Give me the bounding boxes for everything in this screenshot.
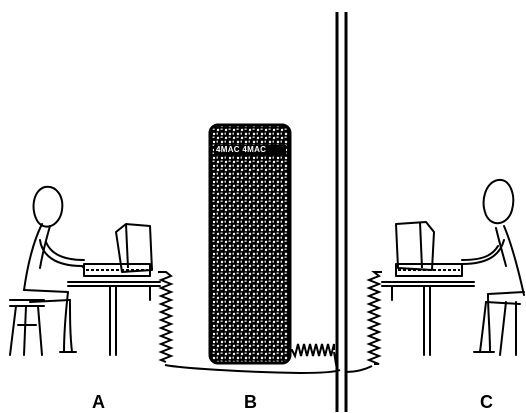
cable-b xyxy=(290,343,338,371)
label-c: C xyxy=(480,392,493,412)
desk-c xyxy=(381,281,475,356)
computer-caption: 4MAC 4MAC xyxy=(216,145,267,154)
wall xyxy=(335,12,348,412)
cable-c xyxy=(345,271,382,373)
person-c xyxy=(461,178,525,356)
cable-a xyxy=(158,271,341,375)
desk-a xyxy=(67,281,161,356)
person-a xyxy=(9,185,85,356)
computer-b xyxy=(208,123,292,365)
terminal-a xyxy=(83,223,153,277)
terminal-c xyxy=(395,221,463,277)
label-b: B xyxy=(244,392,257,412)
label-a: A xyxy=(92,392,105,412)
